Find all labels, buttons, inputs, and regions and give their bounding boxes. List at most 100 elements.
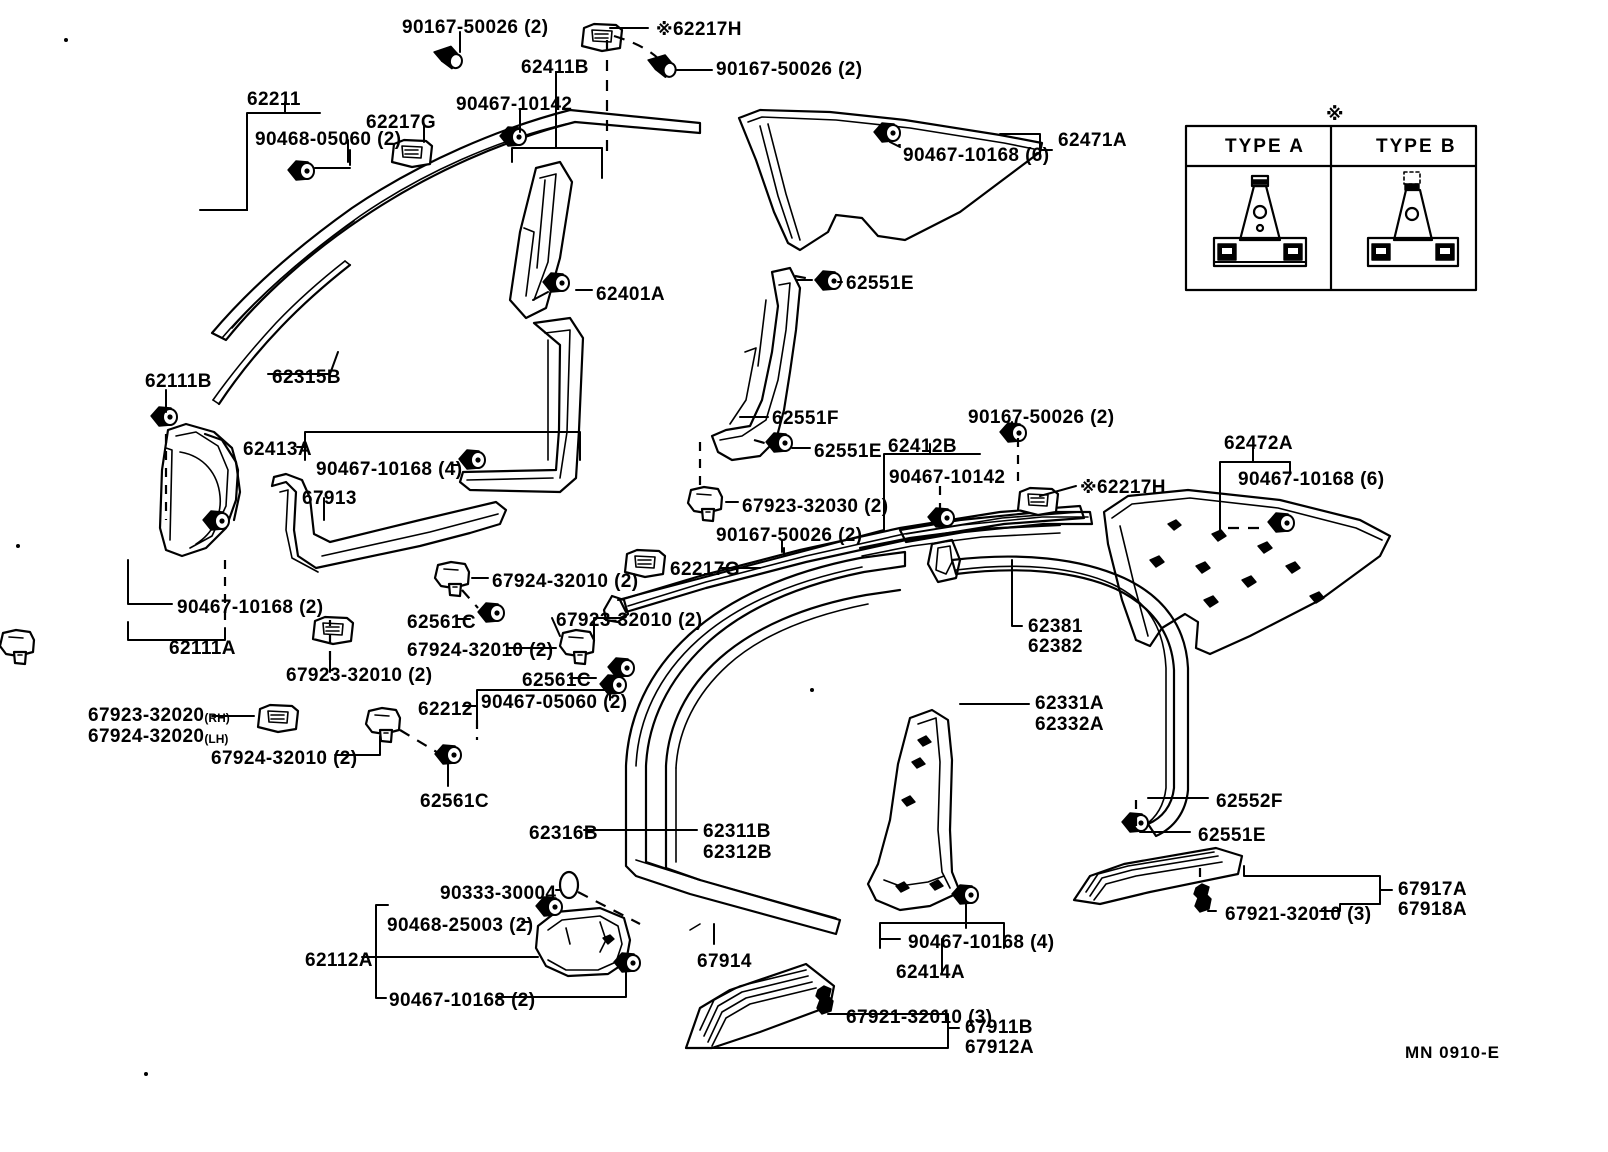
part-label-62561c: 62561C — [522, 670, 591, 691]
fastener-90467-10168-roof — [1267, 512, 1295, 533]
part-label-67913: 67913 — [302, 488, 357, 509]
part-62316b-weatherstrip-inner — [664, 588, 902, 882]
part-label-67924-32010-2: 67924-32010 (2) — [211, 748, 358, 769]
part-label-90467-05060-2: 90467-05060 (2) — [481, 692, 628, 713]
part-label-90468-05060-2: 90468-05060 (2) — [255, 129, 402, 150]
part-label-67924-32010-2: 67924-32010 (2) — [492, 571, 639, 592]
part-62472a-roof-side-garnish — [1102, 488, 1392, 656]
fastener-90333-30004 — [558, 870, 580, 900]
part-label-62315b: 62315B — [272, 367, 341, 388]
part-label-90167-50026-2: 90167-50026 (2) — [968, 407, 1115, 428]
type-legend-box — [1184, 124, 1478, 292]
part-label-90167-50026-2: 90167-50026 (2) — [716, 59, 863, 80]
part-62414a-center-pillar-lower-trim — [866, 708, 962, 912]
fastener-62551e-lower — [765, 432, 793, 453]
fastener-67924-32010-b2 — [558, 628, 596, 666]
part-label-62412b: 62412B — [888, 436, 957, 457]
part-label-62312b: 62312B — [703, 842, 772, 863]
legend-header-type-b: TYPE B — [1376, 136, 1457, 157]
part-label-67912a: 67912A — [965, 1037, 1034, 1058]
fastener-90167-50026-upper-right — [644, 51, 679, 80]
fastener-62111b — [150, 406, 178, 427]
part-label-62112a: 62112A — [305, 950, 373, 971]
part-67911b-front-door-scuff-plate — [684, 962, 836, 1050]
part-label-90467-10168-2: 90467-10168 (2) — [177, 597, 324, 618]
part-label-62401a: 62401A — [596, 284, 665, 305]
part-label-90167-50026-2: 90167-50026 (2) — [402, 17, 549, 38]
part-label-62411b: 62411B — [521, 57, 589, 78]
part-label-62551f: 62551F — [772, 408, 839, 429]
part-label-67924-32010-2: 67924-32010 (2) — [407, 640, 554, 661]
part-label-90333-30004: 90333-30004 — [440, 883, 557, 904]
part-67914-door-opening-trim — [689, 923, 701, 931]
fastener-90467-10168-4 — [458, 449, 486, 470]
part-67913-front-door-opening-trim — [270, 472, 508, 573]
part-label-90467-10168-6: 90467-10168 (6) — [1238, 469, 1385, 490]
legend-header-type-a: TYPE A — [1225, 136, 1305, 157]
legend-star-symbol: ※ — [1326, 104, 1344, 124]
part-label-62111b: 62111B — [145, 371, 212, 392]
scan-artifacts — [16, 38, 814, 1076]
part-label-90467-10142: 90467-10142 — [456, 94, 573, 115]
fastener-90467-10168-upper-right — [873, 122, 901, 143]
part-label-62551e: 62551E — [814, 441, 882, 462]
part-label-62472a: 62472A — [1224, 433, 1293, 454]
legend-type-b-illustration — [1366, 171, 1460, 268]
part-label-67921-32010-3: 67921-32010 (3) — [1225, 904, 1372, 925]
part-label-67923-32020-rh: 67923-32020(RH) — [88, 705, 230, 726]
part-label-67923-32010-2: 67923-32010 (2) — [286, 665, 433, 686]
part-label-62212: 62212 — [418, 699, 473, 720]
fastener-67923-32010-a — [311, 615, 355, 646]
part-label-62552f: 62552F — [1216, 791, 1283, 812]
part-label-62551e: 62551E — [1198, 825, 1266, 846]
part-label-67924-32020-lh: 67924-32020(LH) — [88, 726, 229, 747]
part-label-67923-32030-2: 67923-32030 (2) — [742, 496, 889, 517]
sheet-id: MN 0910-E — [1405, 1043, 1500, 1062]
fastener-90467-10168-cowl — [202, 510, 230, 531]
part-label-62413a: 62413A — [243, 439, 312, 460]
part-62551f-center-pillar-lower-garnish — [710, 266, 802, 462]
part-label-62561c: 62561C — [407, 612, 476, 633]
fastener-67924-32010-c — [364, 706, 402, 744]
part-62413a-center-pillar-garnish — [458, 316, 585, 494]
fastener-62561c-a — [477, 602, 505, 623]
fastener-67921-32010-rear — [1193, 883, 1212, 913]
part-label-62561c: 62561C — [420, 791, 489, 812]
part-label-90467-10168-4: 90467-10168 (4) — [908, 932, 1055, 953]
part-label-67911b: 67911B — [965, 1017, 1033, 1038]
part-label-90167-50026-2: 90167-50026 (2) — [716, 525, 863, 546]
fastener-67921-32010-front — [815, 985, 834, 1015]
part-62331a-rear-door-weatherstrip — [926, 538, 1190, 838]
part-62411b-front-pillar-garnish — [508, 160, 574, 320]
part-62471a-roof-side-inner-garnish — [737, 108, 1044, 252]
fastener-67924-32010-b — [0, 628, 36, 666]
part-label-62471a: 62471A — [1058, 130, 1127, 151]
part-label-62382: 62382 — [1028, 636, 1083, 657]
fastener-67923-32030 — [686, 485, 724, 523]
part-label-90468-25003-2: 90468-25003 (2) — [387, 915, 534, 936]
part-62315b-weatherstrip — [212, 260, 352, 406]
part-label-67918a: 67918A — [1398, 899, 1467, 920]
part-label-67914: 67914 — [697, 951, 752, 972]
legend-type-a-illustration — [1212, 174, 1308, 268]
part-label-67923-32010-2: 67923-32010 (2) — [556, 610, 703, 631]
fastener-90467-10168-b-pillar — [951, 884, 979, 905]
fastener-90468-05060 — [287, 160, 315, 181]
part-label-62217h: ※62217H — [656, 19, 742, 40]
part-label-90467-10142: 90467-10142 — [889, 467, 1006, 488]
part-label-62311b: 62311B — [703, 821, 771, 842]
star-icon: ※ — [656, 20, 673, 39]
star-icon: ※ — [1080, 478, 1097, 497]
part-label-90467-10168-2: 90467-10168 (2) — [389, 990, 536, 1011]
part-label-62211: 62211 — [247, 89, 301, 110]
part-label-67921-32010-3: 67921-32010 (3) — [846, 1007, 993, 1028]
part-label-90467-10168-6: 90467-10168 (6) — [903, 145, 1050, 166]
fastener-67923-32020 — [256, 703, 300, 734]
fastener-62401a — [542, 272, 570, 293]
part-label-67917a: 67917A — [1398, 879, 1467, 900]
part-label-62217g: 62217G — [366, 112, 437, 133]
part-62112a-quarter-trim — [534, 906, 632, 978]
part-label-62381: 62381 — [1028, 616, 1083, 637]
